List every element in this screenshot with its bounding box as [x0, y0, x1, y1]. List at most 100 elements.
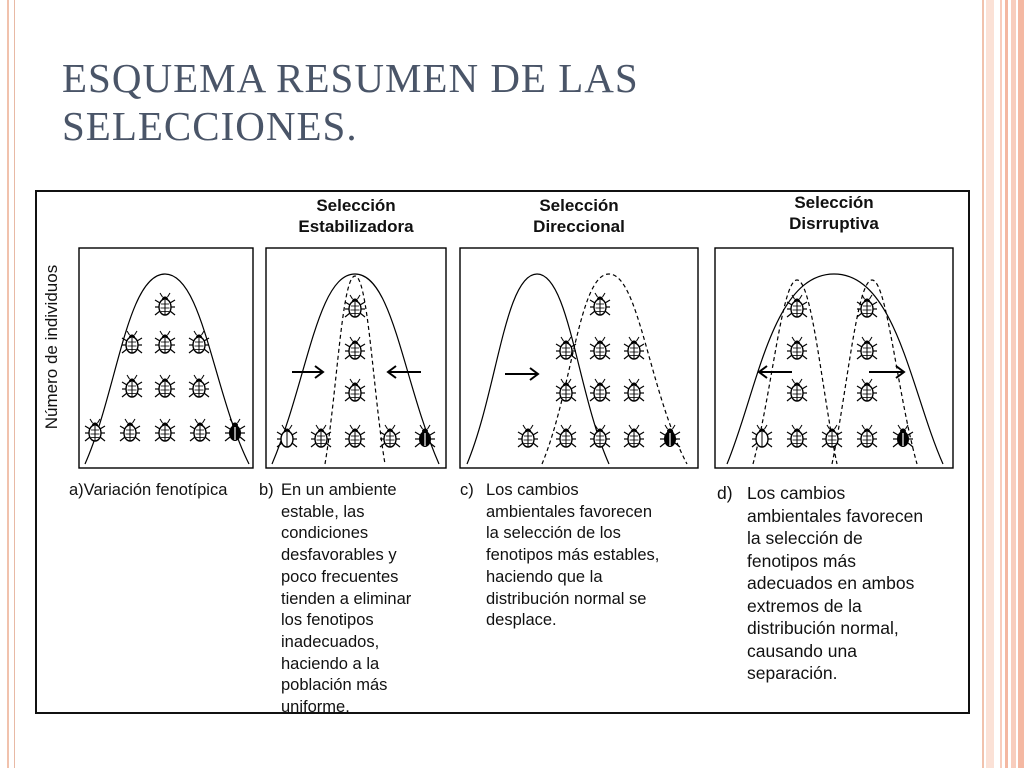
- panel-d-frame: [714, 247, 954, 469]
- beetle-icon: [786, 336, 808, 360]
- beetle-icon: [224, 418, 246, 442]
- slide-title-line1: ESQUEMA RESUMEN DE LAS: [62, 55, 639, 101]
- arrow-left-icon: [386, 365, 421, 379]
- beetle-icon: [856, 378, 878, 402]
- panel-c-heading-line2: Direccional: [533, 217, 625, 236]
- beetle-icon: [188, 374, 210, 398]
- caption-line: ambientales favorecen: [486, 502, 653, 521]
- panel-c-heading: Selección Direccional: [460, 195, 698, 237]
- caption-line: extremos de la: [747, 595, 862, 616]
- beetle-icon: [119, 418, 141, 442]
- caption-line: Los cambios: [486, 481, 579, 499]
- beetle-icon: [517, 424, 539, 448]
- panel-b-heading: Selección Estabilizadora: [266, 195, 446, 237]
- beetle-icon: [856, 424, 878, 448]
- panel-a-caption: a)Variación fenotípica: [69, 480, 227, 502]
- y-axis-label: Número de individuos: [42, 264, 61, 430]
- caption-line: haciendo que la: [486, 567, 603, 586]
- panel-d-heading: Selección Disrruptiva: [715, 192, 953, 234]
- selection-diagram: Número de individuos Selección Estabiliz…: [35, 190, 970, 716]
- beetle-icon: [589, 424, 611, 448]
- panel-c-frame: [459, 247, 699, 469]
- beetle-icon: [786, 378, 808, 402]
- beetle-population: [84, 292, 914, 448]
- beetle-icon: [589, 336, 611, 360]
- beetle-icon: [555, 424, 577, 448]
- panel-a-caption-letter: a): [69, 481, 84, 499]
- panel-b-caption-letter: b): [259, 481, 274, 499]
- beetle-icon: [154, 374, 176, 398]
- caption-line: ambientales favorecen: [747, 505, 924, 526]
- panel-b-original-curve: [271, 273, 440, 465]
- caption-line: inadecuados,: [281, 632, 380, 651]
- panel-c-heading-line1: Selección: [539, 196, 619, 215]
- panel-b-heading-line1: Selección: [316, 196, 396, 215]
- beetle-icon: [623, 378, 645, 402]
- beetle-icon: [786, 294, 808, 318]
- caption-line: poco frecuentes: [281, 567, 399, 586]
- panel-b-frame: [265, 247, 447, 469]
- caption-line: En un ambiente: [281, 481, 397, 499]
- slide-title-line2: SELECCIONES.: [62, 103, 358, 149]
- arrow-left-icon: [757, 365, 792, 379]
- caption-line: condiciones: [281, 524, 369, 543]
- beetle-icon: [154, 292, 176, 316]
- panel-b-selected-curve: [324, 275, 386, 465]
- caption-line: fenotipos más: [747, 550, 856, 571]
- beetle-icon: [786, 424, 808, 448]
- panel-d-caption-letter: d): [717, 483, 733, 503]
- beetle-icon: [856, 336, 878, 360]
- caption-line: desfavorables y: [281, 546, 397, 565]
- beetle-icon: [344, 378, 366, 402]
- beetle-icon: [154, 418, 176, 442]
- beetle-icon: [623, 336, 645, 360]
- panel-a-frame: [78, 247, 254, 469]
- beetle-icon: [84, 418, 106, 442]
- arrow-right-icon: [869, 365, 906, 379]
- beetle-icon: [344, 294, 366, 318]
- panel-d-heading-line1: Selección: [794, 193, 874, 212]
- panel-d-original-curve: [726, 273, 944, 465]
- diagram-graphics: [78, 247, 954, 469]
- panel-a-caption-text: Variación fenotípica: [83, 481, 228, 499]
- caption-line: estable, las: [281, 502, 365, 521]
- slide-right-border: [976, 0, 1024, 768]
- caption-line: fenotipos más estables,: [486, 546, 660, 565]
- panel-c-caption-letter: c): [460, 481, 474, 499]
- beetle-icon: [623, 424, 645, 448]
- caption-line: la selección de los: [486, 524, 621, 543]
- panel-c-caption-text: Los cambios ambientales favorecen la selec…: [486, 480, 659, 632]
- panel-b-caption-text: En un ambiente estable, las condiciones des…: [281, 480, 411, 719]
- beetle-icon: [189, 418, 211, 442]
- beetle-icon: [589, 378, 611, 402]
- caption-line: distribución normal se: [486, 589, 647, 608]
- caption-line: uniforme.: [281, 698, 350, 717]
- caption-line: los fenotipos: [281, 611, 374, 630]
- panel-c-original-curve: [466, 273, 610, 465]
- panel-d-left-curve: [752, 279, 838, 465]
- caption-line: la selección de: [747, 528, 863, 548]
- caption-line: desplace.: [486, 611, 557, 630]
- caption-line: población más: [281, 676, 388, 695]
- panel-b-heading-line2: Estabilizadora: [298, 217, 414, 236]
- beetle-icon: [154, 330, 176, 354]
- arrow-right-icon: [292, 365, 325, 379]
- panel-a-distribution-curve: [84, 273, 250, 465]
- caption-line: tienden a eliminar: [281, 589, 412, 608]
- caption-line: separación.: [747, 663, 838, 683]
- slide-left-border: [0, 0, 15, 768]
- panel-d-heading-line2: Disrruptiva: [789, 214, 879, 233]
- beetle-icon: [310, 424, 332, 448]
- caption-line: distribución normal,: [747, 618, 899, 638]
- slide-title: ESQUEMA RESUMEN DE LAS SELECCIONES.: [62, 54, 782, 150]
- caption-line: haciendo a la: [281, 654, 380, 673]
- beetle-icon: [856, 294, 878, 318]
- beetle-icon: [589, 292, 611, 316]
- beetle-icon: [121, 374, 143, 398]
- caption-line: adecuados en ambos: [747, 573, 915, 593]
- panel-d-right-curve: [831, 279, 918, 465]
- beetle-icon: [344, 336, 366, 360]
- caption-line: causando una: [747, 640, 857, 661]
- arrow-right-icon: [505, 367, 540, 381]
